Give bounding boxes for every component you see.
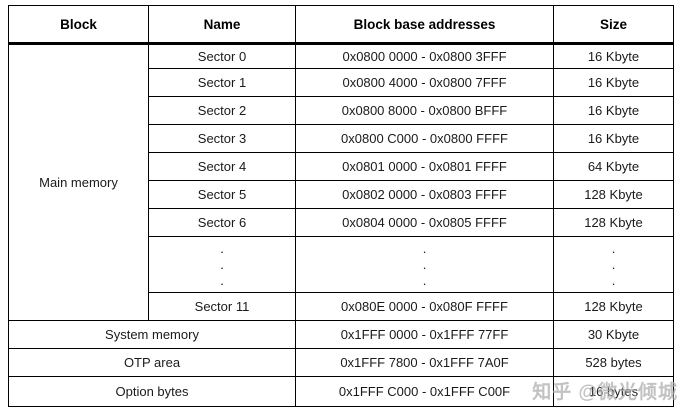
sector-size-cell: 16 Kbyte xyxy=(553,124,674,153)
sector-name-cell: Sector 2 xyxy=(148,96,296,125)
ellipsis-dot: . xyxy=(422,240,427,256)
table-row-sector-11: Sector 11 0x080E 0000 - 0x080F FFFF 128 … xyxy=(9,292,674,321)
sector-address-cell: 0x0801 0000 - 0x0801 FFFF xyxy=(295,152,554,181)
footer-address-cell: 0x1FFF C000 - 0x1FFF C00F xyxy=(295,376,554,407)
footer-block-cell: Option bytes xyxy=(8,376,296,407)
sector-size-cell: 128 Kbyte xyxy=(553,292,674,321)
sector-address-cell: 0x0804 0000 - 0x0805 FFFF xyxy=(295,208,554,237)
sector-name-cell: Sector 11 xyxy=(148,292,296,321)
ellipsis-dot: . xyxy=(422,272,427,288)
header-name: Name xyxy=(148,5,296,45)
sector-size-cell: 128 Kbyte xyxy=(553,208,674,237)
header-base-addresses: Block base addresses xyxy=(295,5,554,45)
footer-size-cell: 30 Kbyte xyxy=(553,320,674,349)
footer-size-cell: 16 bytes xyxy=(553,376,674,407)
ellipsis-dot: . xyxy=(611,240,616,256)
sector-address-cell: 0x0800 C000 - 0x0800 FFFF xyxy=(295,124,554,153)
table-row-sector-4: Sector 4 0x0801 0000 - 0x0801 FFFF 64 Kb… xyxy=(9,152,674,181)
flash-memory-map-table: Block Name Block base addresses Size Mai… xyxy=(8,5,674,407)
sector-size-cell: 128 Kbyte xyxy=(553,180,674,209)
sector-address-cell: 0x0802 0000 - 0x0803 FFFF xyxy=(295,180,554,209)
ellipsis-dot: . xyxy=(611,272,616,288)
sector-name-cell: Sector 3 xyxy=(148,124,296,153)
table-container: Block Name Block base addresses Size Mai… xyxy=(8,5,674,407)
sector-name-cell: Sector 4 xyxy=(148,152,296,181)
ellipsis-dot: . xyxy=(220,256,224,272)
sector-name-cell: Sector 1 xyxy=(148,68,296,97)
ellipsis-dot: . xyxy=(220,240,224,256)
sector-name-cell: Sector 5 xyxy=(148,180,296,209)
footer-block-cell: System memory xyxy=(8,320,296,349)
header-size: Size xyxy=(553,5,674,45)
sector-size-cell: 16 Kbyte xyxy=(553,96,674,125)
footer-address-cell: 0x1FFF 0000 - 0x1FFF 77FF xyxy=(295,320,554,349)
table-row-option-bytes: Option bytes 0x1FFF C000 - 0x1FFF C00F 1… xyxy=(8,376,674,407)
ellipsis-dot: . xyxy=(611,256,616,272)
sector-name-cell: Sector 0 xyxy=(148,43,296,69)
table-row-sector-5: Sector 5 0x0802 0000 - 0x0803 FFFF 128 K… xyxy=(9,180,674,209)
sector-address-cell: 0x080E 0000 - 0x080F FFFF xyxy=(295,292,554,321)
sector-address-cell: 0x0800 0000 - 0x0800 3FFF xyxy=(295,43,554,69)
sector-size-cell: 16 Kbyte xyxy=(553,43,674,69)
ellipsis-dot: . xyxy=(220,272,224,288)
table-row-sector-1: Sector 1 0x0800 4000 - 0x0800 7FFF 16 Kb… xyxy=(9,68,674,97)
table-row-sector-2: Sector 2 0x0800 8000 - 0x0800 BFFF 16 Kb… xyxy=(9,96,674,125)
table-row-sector-3: Sector 3 0x0800 C000 - 0x0800 FFFF 16 Kb… xyxy=(9,124,674,153)
footer-block-cell: OTP area xyxy=(8,348,296,377)
ellipsis-name-cell: . . . xyxy=(148,236,296,293)
sector-address-cell: 0x0800 8000 - 0x0800 BFFF xyxy=(295,96,554,125)
sector-name-cell: Sector 6 xyxy=(148,208,296,237)
table-row-sector-6: Sector 6 0x0804 0000 - 0x0805 FFFF 128 K… xyxy=(9,208,674,237)
ellipsis-size-cell: . . . xyxy=(553,236,674,293)
table-row-sector-0: Main memory Sector 0 0x0800 0000 - 0x080… xyxy=(8,43,674,321)
table-row-system-memory: System memory 0x1FFF 0000 - 0x1FFF 77FF … xyxy=(8,320,674,349)
ellipsis-address-cell: . . . xyxy=(295,236,554,293)
sector-size-cell: 64 Kbyte xyxy=(553,152,674,181)
sector-size-cell: 16 Kbyte xyxy=(553,68,674,97)
main-memory-block-cell: Main memory xyxy=(8,43,149,321)
header-block: Block xyxy=(8,5,149,45)
table-row-otp-area: OTP area 0x1FFF 7800 - 0x1FFF 7A0F 528 b… xyxy=(8,348,674,377)
header-row: Block Name Block base addresses Size xyxy=(8,5,674,45)
footer-address-cell: 0x1FFF 7800 - 0x1FFF 7A0F xyxy=(295,348,554,377)
ellipsis-dot: . xyxy=(422,256,427,272)
sector-address-cell: 0x0800 4000 - 0x0800 7FFF xyxy=(295,68,554,97)
footer-size-cell: 528 bytes xyxy=(553,348,674,377)
